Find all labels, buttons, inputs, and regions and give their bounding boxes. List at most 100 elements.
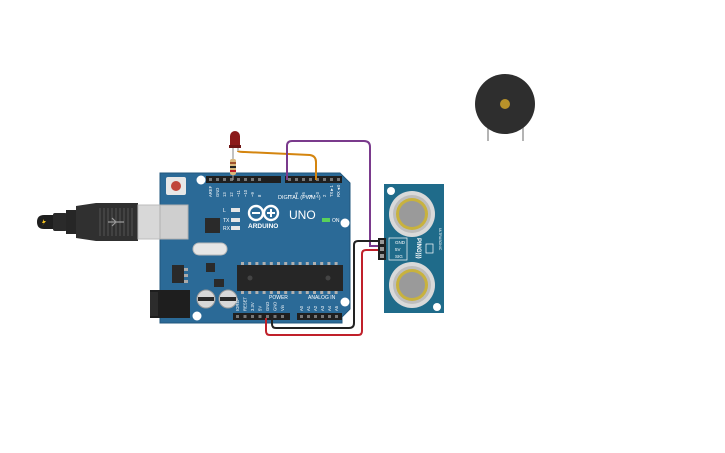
power-pin-label: 3.3V <box>250 302 255 311</box>
header-pin-hole[interactable] <box>251 315 254 318</box>
digital-header-label: DIGITAL (PWM~) <box>278 195 321 201</box>
digital-pin-label: RX◄0 <box>336 184 341 197</box>
arduino-infinity-logo <box>247 204 280 222</box>
ping-label: PING))) <box>415 238 421 259</box>
header-pin-hole[interactable] <box>273 315 277 318</box>
header-pin-hole[interactable] <box>295 178 298 181</box>
power-header-label: POWER <box>269 295 288 301</box>
header-pin-hole[interactable] <box>258 178 261 181</box>
digital-pin-label: ~11 <box>236 190 241 197</box>
usb-logo-icon <box>108 217 124 227</box>
resistor[interactable] <box>230 159 236 180</box>
sensor-pin-header[interactable] <box>378 237 408 261</box>
header-pin-hole[interactable] <box>300 315 303 318</box>
transducer-top <box>389 191 435 237</box>
header-pin-hole[interactable] <box>281 315 284 318</box>
header-pin-hole[interactable] <box>316 178 319 181</box>
analog-pin-label: A4 <box>327 305 332 311</box>
power-pin-label: Vin <box>280 304 285 311</box>
voltage-regulator <box>172 265 184 283</box>
header-pin-hole[interactable] <box>243 315 247 318</box>
header-pin-hole[interactable] <box>302 178 305 181</box>
header-pin-hole[interactable] <box>266 315 269 318</box>
header-pin-hole[interactable] <box>244 178 247 181</box>
arduino-brand-label: ARDUINO <box>248 223 278 230</box>
small-chip <box>206 263 215 272</box>
mounting-hole <box>340 297 350 307</box>
transducer-bottom <box>389 262 435 308</box>
analog-header[interactable] <box>297 313 342 320</box>
l-label: L <box>223 208 226 214</box>
capacitor <box>196 289 216 309</box>
arduino-uno-board[interactable]: L TX RX UNO ARDUINO ON <box>150 172 351 324</box>
header-pin-hole[interactable] <box>330 178 333 181</box>
header-pin-hole[interactable] <box>216 178 219 181</box>
digital-pin-label: ~6 <box>294 192 299 197</box>
sensor-smd-led <box>425 243 434 254</box>
power-pin-label: GND <box>265 302 270 311</box>
mounting-hole <box>340 218 350 228</box>
crystal-oscillator <box>192 242 228 256</box>
piezo-buzzer[interactable] <box>475 74 535 141</box>
header-pin-hole[interactable] <box>335 315 338 318</box>
analog-header-label: ANALOG IN <box>308 295 336 301</box>
power-pin-label: IOREF <box>235 298 240 311</box>
power-jack[interactable] <box>150 290 190 318</box>
power-header[interactable] <box>233 313 290 320</box>
header-pin-hole[interactable] <box>307 315 310 318</box>
capacitor <box>218 289 238 309</box>
header-pin-hole[interactable] <box>288 178 291 181</box>
mounting-hole <box>387 187 395 195</box>
header-pin-hole[interactable] <box>230 178 233 181</box>
digital-pin-label: TX►1 <box>329 185 334 197</box>
digital-pin-label: 12 <box>229 192 234 197</box>
power-pin-label: GND <box>273 302 278 311</box>
analog-pin-label: A3 <box>320 305 325 311</box>
orange-wire[interactable] <box>237 150 317 180</box>
sensor-pin-5v: 5V <box>395 247 401 252</box>
analog-pin-label: A2 <box>313 305 318 311</box>
uno-label: UNO <box>289 208 316 222</box>
buzzer-center <box>500 99 510 109</box>
header-pin-hole[interactable] <box>236 315 239 318</box>
lightning-icon <box>42 219 46 226</box>
purple-wire[interactable] <box>286 140 382 247</box>
ultrasonic-label: ULTRASONIC <box>438 228 442 251</box>
header-pin-hole[interactable] <box>237 178 240 181</box>
mounting-hole <box>433 303 441 311</box>
header-pin-hole[interactable] <box>323 178 326 181</box>
digital-pin-label: ~10 <box>243 189 248 197</box>
digital-pin-label: ~9 <box>250 192 255 197</box>
usb-chip <box>205 218 220 233</box>
header-pin-hole[interactable] <box>337 178 340 181</box>
header-pin-hole[interactable] <box>314 315 317 318</box>
header-pin-hole[interactable] <box>258 315 262 318</box>
usb-plug-housing <box>76 203 138 241</box>
digital-header[interactable] <box>206 176 342 183</box>
mounting-hole <box>192 311 202 321</box>
header-pin-hole[interactable] <box>321 315 324 318</box>
red-led[interactable] <box>229 131 241 160</box>
ultrasonic-sensor[interactable]: GND 5V SIG PING))) ULTRASONIC <box>378 184 444 313</box>
header-pin-hole[interactable] <box>209 178 212 181</box>
rx-label: RX <box>223 226 231 232</box>
digital-pin-label: AREF <box>208 185 213 197</box>
analog-pin-label: A0 <box>299 305 304 311</box>
reset-button[interactable] <box>166 177 186 195</box>
header-pin-hole[interactable] <box>251 178 254 181</box>
analog-pin-label: A5 <box>334 305 339 311</box>
black-wire[interactable] <box>271 240 382 329</box>
header-pin-hole[interactable] <box>328 315 331 318</box>
digital-pin-label: ~3 <box>315 192 320 197</box>
sensor-pin-sig: SIG <box>395 254 403 259</box>
digital-pin-label: 4 <box>308 194 313 197</box>
usb-jack[interactable] <box>159 204 189 240</box>
header-pin-hole[interactable] <box>309 178 312 181</box>
header-pin-hole[interactable] <box>223 178 226 181</box>
sensor-pin-gnd: GND <box>395 240 406 245</box>
red-wire[interactable] <box>265 249 382 336</box>
power-pin-label: 5V <box>258 306 263 311</box>
digital-pin-label: ~5 <box>301 192 306 197</box>
